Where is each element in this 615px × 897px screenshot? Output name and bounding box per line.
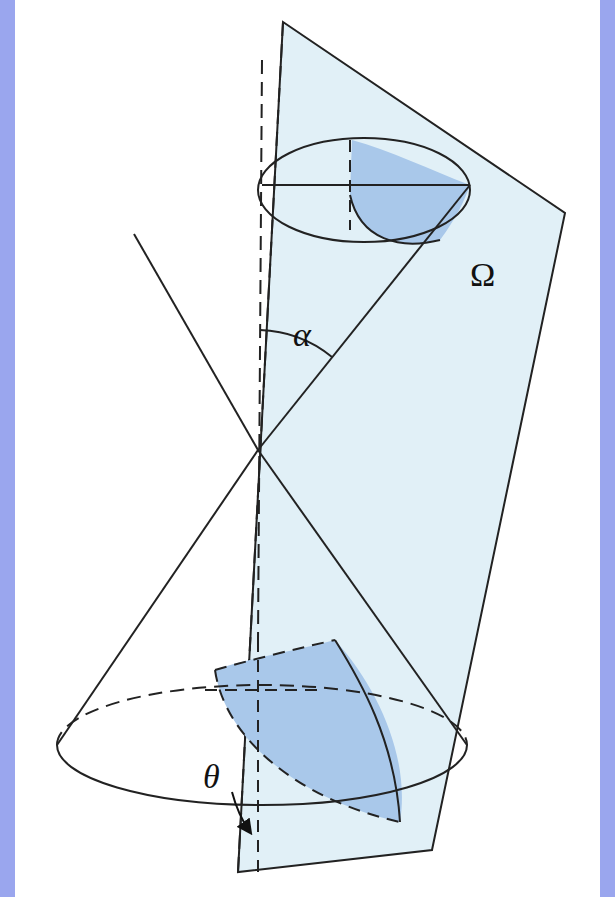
leader-line: [232, 792, 250, 832]
generatrix: [57, 450, 258, 745]
lower-section-curve: [335, 640, 400, 822]
generatrix: [258, 185, 470, 450]
lower-radius: [205, 689, 320, 691]
lower-section-hidden: [215, 670, 400, 822]
radius-line: [262, 184, 470, 186]
lower-base-back: [57, 685, 467, 745]
axis-lower: [257, 640, 259, 880]
generatrix: [134, 234, 258, 450]
generatrix: [258, 450, 467, 745]
upper-base: [258, 138, 470, 242]
lower-base-front: [57, 745, 467, 805]
angle-label: θ: [203, 760, 220, 794]
angle-label: α: [293, 318, 311, 352]
lower-section-chord: [215, 640, 335, 670]
upper-section: [350, 140, 470, 244]
plane-label: Ω: [470, 258, 495, 292]
axis: [258, 60, 262, 640]
upper-section-curve: [350, 195, 440, 244]
